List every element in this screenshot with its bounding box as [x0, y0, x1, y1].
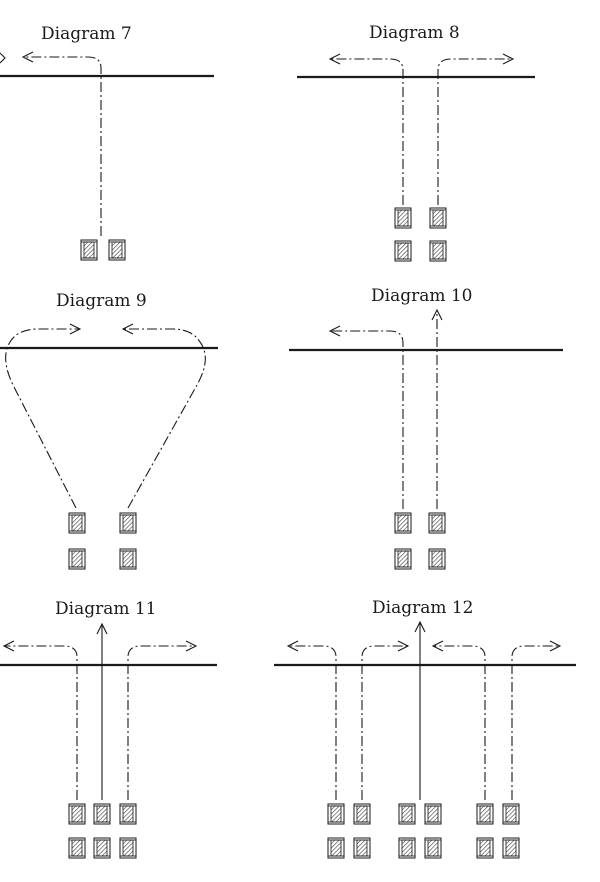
diagram-12: Diagram 12 — [274, 598, 576, 859]
block-icon — [68, 512, 86, 534]
diagram-9-blocks — [68, 512, 137, 570]
diagram-10-label: Diagram 10 — [371, 286, 473, 306]
diagram-8-path-right — [437, 58, 513, 205]
diagram-10-blocks — [394, 512, 446, 570]
diagram-8: Diagram 8 — [297, 23, 535, 262]
diagram-12-arrowhead-4 — [549, 640, 562, 652]
diagram-10-arrowhead-up — [431, 308, 443, 321]
block-icon — [93, 803, 111, 825]
diagram-11-arrowhead-up — [96, 622, 108, 635]
diagram-12-arrowhead-3 — [431, 640, 444, 652]
block-icon — [68, 837, 86, 859]
block-icon — [119, 803, 137, 825]
diagram-12-blocks — [327, 803, 520, 859]
diagram-9-path-right — [123, 328, 206, 509]
block-icon — [476, 803, 494, 825]
block-icon — [476, 837, 494, 859]
diagram-11-path-right — [127, 645, 196, 800]
diagram-9: Diagram 9 — [0, 291, 218, 570]
diagram-7: Diagram 7 — [0, 24, 214, 261]
block-icon — [398, 803, 416, 825]
block-icon — [119, 512, 137, 534]
diagram-8-arrowhead-left — [328, 53, 341, 65]
diagram-7-blocks — [80, 239, 126, 261]
diagram-9-arrowhead-left — [69, 323, 82, 335]
diagram-12-path-4 — [511, 645, 560, 800]
block-icon — [429, 240, 447, 262]
diagram-12-path-1 — [288, 645, 337, 800]
diagram-8-label: Diagram 8 — [369, 23, 460, 43]
diagram-12-arrowhead-2 — [397, 640, 410, 652]
diagram-7-path — [23, 56, 102, 236]
block-icon — [394, 240, 412, 262]
diagram-11-arrowhead-left — [2, 640, 15, 652]
block-icon — [398, 837, 416, 859]
diagram-10: Diagram 10 — [289, 286, 563, 570]
block-icon — [327, 837, 345, 859]
diagram-10-arrowhead-left — [328, 325, 341, 337]
diagram-7-arrowhead — [21, 51, 34, 63]
block-icon — [119, 548, 137, 570]
block-icon — [394, 207, 412, 229]
diagram-8-path-left — [330, 58, 404, 205]
block-icon — [502, 837, 520, 859]
block-icon — [394, 548, 412, 570]
diagram-12-label: Diagram 12 — [372, 598, 474, 618]
block-icon — [502, 803, 520, 825]
block-icon — [327, 803, 345, 825]
block-icon — [428, 548, 446, 570]
diagram-7-arrowhead-left-edge — [0, 52, 6, 64]
diagram-11-path-left — [4, 645, 78, 800]
block-icon — [394, 512, 412, 534]
diagram-8-arrowhead-right — [502, 53, 515, 65]
block-icon — [68, 548, 86, 570]
diagram-12-arrowhead-up — [414, 620, 426, 633]
block-icon — [424, 803, 442, 825]
diagram-12-path-2 — [361, 645, 408, 800]
block-icon — [108, 239, 126, 261]
block-icon — [353, 837, 371, 859]
block-icon — [80, 239, 98, 261]
diagram-11: Diagram 11 — [0, 599, 217, 859]
diagram-12-path-3 — [433, 645, 486, 800]
diagram-11-arrowhead-right — [185, 640, 198, 652]
block-icon — [428, 512, 446, 534]
diagram-10-path-left — [330, 330, 404, 509]
diagram-11-blocks — [68, 803, 137, 859]
block-icon — [424, 837, 442, 859]
diagram-8-blocks — [394, 207, 447, 262]
block-icon — [429, 207, 447, 229]
diagram-9-path-left — [5, 328, 80, 509]
diagram-11-label: Diagram 11 — [55, 599, 157, 619]
block-icon — [68, 803, 86, 825]
diagram-9-label: Diagram 9 — [56, 291, 147, 311]
diagram-12-arrowhead-1 — [286, 640, 299, 652]
diagram-9-arrowhead-right — [121, 323, 134, 335]
diagram-7-label: Diagram 7 — [41, 24, 132, 44]
block-icon — [93, 837, 111, 859]
block-icon — [119, 837, 137, 859]
block-icon — [353, 803, 371, 825]
